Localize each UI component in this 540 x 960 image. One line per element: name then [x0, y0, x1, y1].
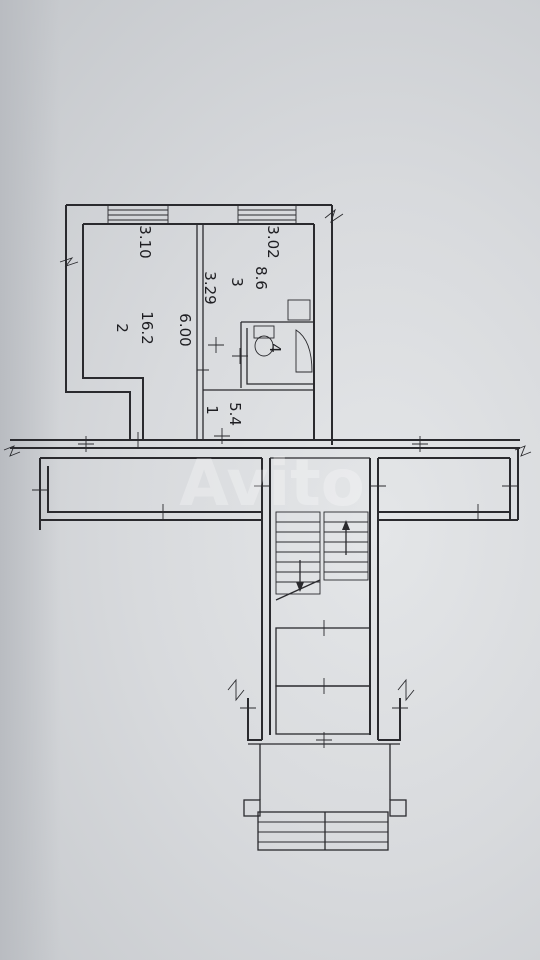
window-room2 [107, 204, 169, 225]
svg-text:3: 3 [228, 277, 246, 287]
room3-number: 3 [228, 277, 246, 287]
svg-text:5.4: 5.4 [226, 402, 244, 426]
room3-area: 8.6 [252, 266, 270, 290]
watermark: Avito [179, 447, 364, 521]
room1-number: 1 [203, 405, 221, 415]
svg-text:2: 2 [113, 323, 131, 333]
room1-area: 5.4 [226, 402, 244, 426]
room2-length-label: 6.00 [176, 313, 194, 346]
svg-text:8.6: 8.6 [252, 266, 270, 290]
apartment-walls [65, 204, 333, 445]
svg-text:3.10: 3.10 [136, 225, 154, 258]
room3-length-label: 3.29 [201, 271, 219, 304]
svg-text:3.02: 3.02 [264, 225, 282, 258]
opening-marks [32, 337, 518, 748]
svg-text:16.2: 16.2 [138, 311, 156, 344]
room2-width-label: 3.10 [136, 225, 154, 258]
svg-text:1: 1 [203, 405, 221, 415]
room3-width-label: 3.02 [264, 225, 282, 258]
bathroom [240, 299, 314, 388]
stairs [275, 511, 371, 735]
svg-text:4: 4 [266, 343, 284, 353]
room2-number: 2 [113, 323, 131, 333]
room2-area: 16.2 [138, 311, 156, 344]
break-marks [3, 208, 532, 702]
svg-text:6.00: 6.00 [176, 313, 194, 346]
entrance [243, 698, 407, 851]
room4-number: 4 [266, 343, 284, 353]
window-room3 [237, 204, 297, 225]
photo-shadow [0, 0, 60, 960]
svg-text:3.29: 3.29 [201, 271, 219, 304]
